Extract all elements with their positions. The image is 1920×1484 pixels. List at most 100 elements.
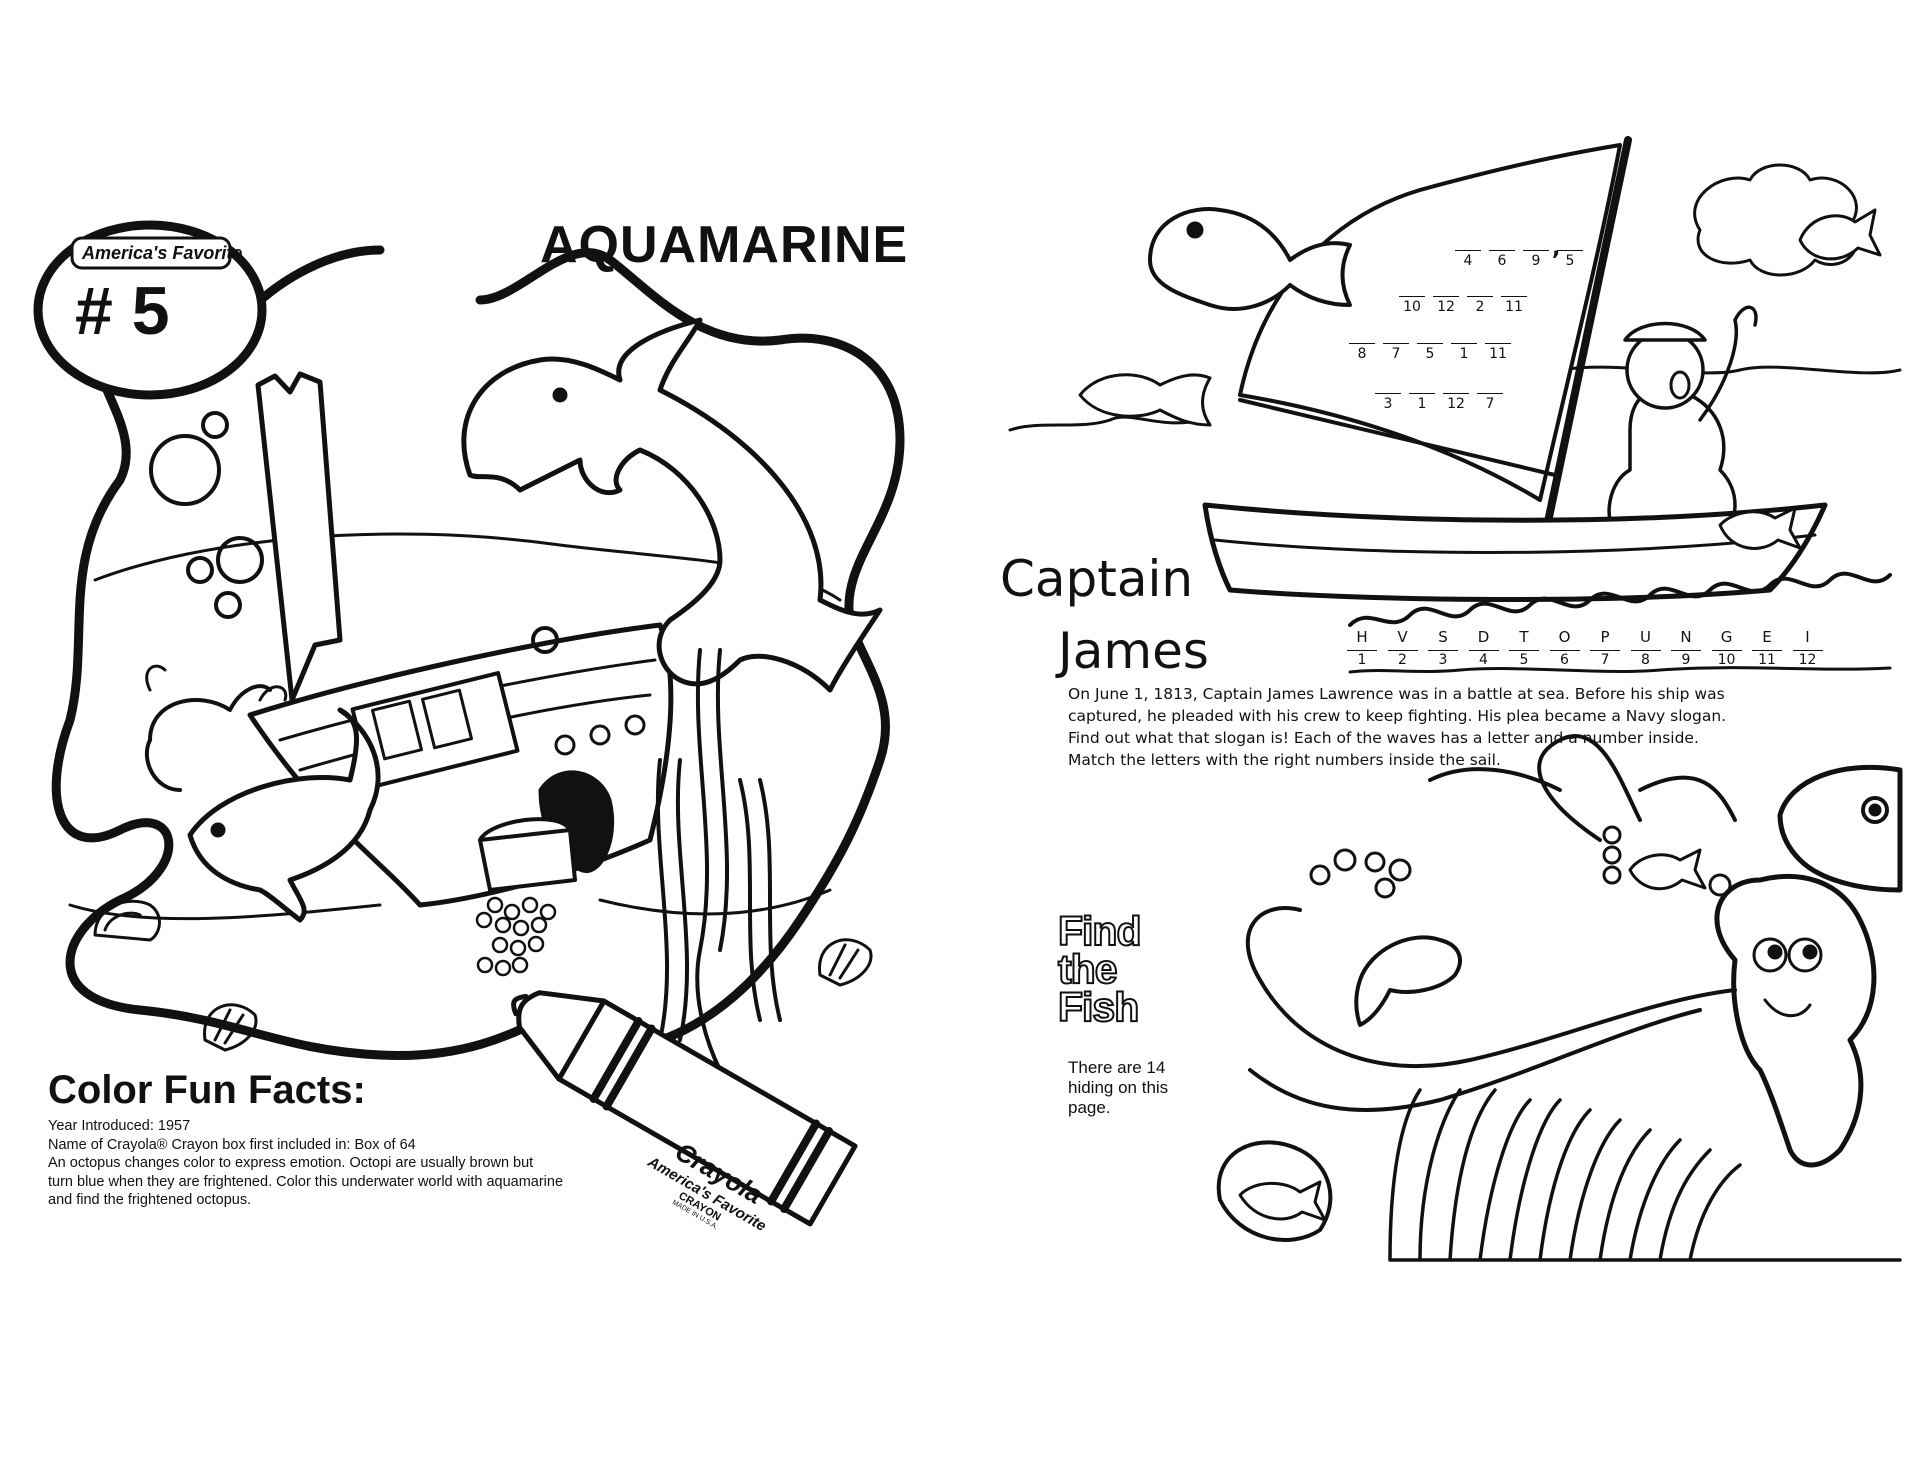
wave-letter: S xyxy=(1438,628,1448,646)
sailor-hat xyxy=(1623,321,1707,342)
octopus-tentacle xyxy=(145,664,288,702)
fact-line: Year Introduced: 1957 xyxy=(48,1118,191,1134)
wave-letter: H xyxy=(1356,628,1368,646)
sail-number: 3 xyxy=(1375,393,1401,412)
wave-letter: V xyxy=(1397,628,1408,646)
bubbles-right xyxy=(1309,825,1732,899)
wave-letter: E xyxy=(1762,628,1772,646)
fish-small xyxy=(1238,1180,1327,1222)
sail-number: 4 xyxy=(1455,250,1481,269)
shell-scallop xyxy=(818,938,873,987)
octopus-right xyxy=(1714,873,1877,1168)
fact-line: An octopus changes color to express emot… xyxy=(48,1155,534,1171)
sail-number: 11 xyxy=(1501,296,1527,315)
sail-number: 5 xyxy=(1557,250,1583,269)
octopus-pupil xyxy=(1767,944,1783,960)
sail-number: 11 xyxy=(1485,343,1511,362)
shell-clam xyxy=(93,899,161,942)
story-line: Match the letters with the right numbers… xyxy=(1068,751,1501,769)
wave-number: 9 xyxy=(1671,650,1701,668)
porthole xyxy=(554,734,576,756)
wave-number: 8 xyxy=(1630,650,1661,668)
badge-number: # 5 xyxy=(75,273,170,349)
sail-number: 5 xyxy=(1417,343,1443,362)
sail-number: 12 xyxy=(1433,296,1459,315)
sail-number: 10 xyxy=(1399,296,1425,315)
fish-eye xyxy=(1186,221,1204,239)
sail-number: 1 xyxy=(1451,343,1477,362)
wave-number: 6 xyxy=(1549,650,1580,668)
wave-number: 5 xyxy=(1509,650,1539,668)
fish-eye xyxy=(1868,803,1882,817)
sail-number: 12 xyxy=(1443,393,1469,412)
wave-number: 1 xyxy=(1347,650,1377,668)
treasure-chest xyxy=(478,817,577,892)
wave-letter: U xyxy=(1640,628,1651,646)
ship-window-2 xyxy=(421,688,473,750)
facts-list: Year Introduced: 1957 Name of Crayola® C… xyxy=(48,1117,718,1210)
boat-sail xyxy=(1238,143,1622,502)
sail-number: 6 xyxy=(1489,250,1515,269)
wave-number: 10 xyxy=(1711,650,1742,668)
fish-big xyxy=(1777,764,1903,893)
octopus-left xyxy=(144,684,272,792)
wave-letter: N xyxy=(1680,628,1692,646)
wave-number: 3 xyxy=(1428,650,1458,668)
story-line: captured, he pleaded with his crew to ke… xyxy=(1068,707,1727,725)
find-the-fish-title: Find the Fish xyxy=(1057,910,1188,1029)
sail-number: 9 xyxy=(1523,250,1549,269)
porthole xyxy=(589,724,611,746)
story-line: Find out what that slogan is! Each of th… xyxy=(1068,729,1699,747)
badge-tagline: America's Favorite xyxy=(82,243,243,263)
octopus-pupil xyxy=(1802,944,1818,960)
wave-letter: P xyxy=(1600,628,1610,646)
fish-small xyxy=(1718,506,1802,550)
ship-mast xyxy=(255,371,343,703)
boat-trim xyxy=(1213,533,1817,554)
sail-number: 1 xyxy=(1409,393,1435,412)
wave-band xyxy=(1348,571,1892,627)
wave-letter: T xyxy=(1519,628,1529,646)
fish-reef-small xyxy=(1628,848,1707,891)
sailor-mouth xyxy=(1669,370,1691,400)
badge-tagline-box xyxy=(70,236,232,270)
dolphin xyxy=(461,317,883,693)
captain-title-line1: Captain xyxy=(1000,550,1194,608)
pearls xyxy=(475,896,557,977)
fish-small xyxy=(1078,373,1212,427)
story-line: On June 1, 1813, Captain James Lawrence … xyxy=(1068,685,1725,703)
captain-title-line2: James xyxy=(1058,622,1209,680)
boat-mast xyxy=(1536,136,1632,564)
wave-number: 7 xyxy=(1590,650,1620,668)
story-text: On June 1, 1813, Captain James Lawrence … xyxy=(1068,683,1868,771)
porthole xyxy=(624,714,646,736)
wave-number: 12 xyxy=(1792,650,1823,668)
fact-line: turn blue when they are frightened. Colo… xyxy=(48,1173,564,1190)
sail-number: 2 xyxy=(1467,296,1493,315)
octopus-tentacles xyxy=(1245,734,1737,1112)
dolphin-eye xyxy=(552,387,568,403)
fish-small xyxy=(1798,208,1882,261)
fact-line: and find the frightened octopus. xyxy=(48,1192,252,1208)
boat-boom xyxy=(1238,398,1557,477)
fish-reef xyxy=(1354,935,1462,1027)
octopus-smile xyxy=(1763,998,1812,1018)
wave-letter: G xyxy=(1720,628,1733,646)
facts-heading: Color Fun Facts: xyxy=(48,1068,366,1112)
sail-apostrophe: , xyxy=(1552,236,1561,261)
fish-eye xyxy=(210,822,226,838)
sail-number: 8 xyxy=(1349,343,1375,362)
sailor-arm xyxy=(1698,305,1758,422)
find-fish-note: There are 14 hiding on this page. xyxy=(1068,1058,1169,1117)
wave-number: 11 xyxy=(1752,650,1782,668)
crayon xyxy=(511,990,858,1227)
fish-top xyxy=(1148,207,1352,311)
wave-number: 4 xyxy=(1468,650,1499,668)
sail-number: 7 xyxy=(1477,393,1503,412)
sail-number: 7 xyxy=(1383,343,1409,362)
wave-band-bottom xyxy=(1348,666,1892,674)
wave-letter: D xyxy=(1477,628,1490,646)
wave-letter: O xyxy=(1558,628,1571,646)
wave-number: 2 xyxy=(1387,650,1418,668)
